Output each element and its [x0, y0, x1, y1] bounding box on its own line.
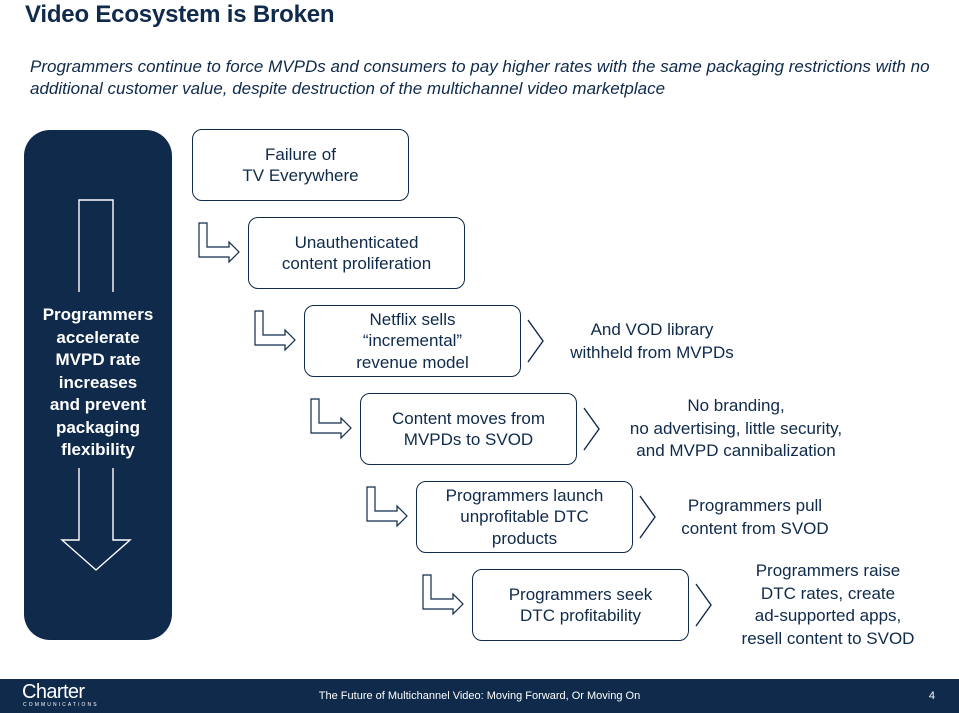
note-line: ad-supported apps,: [754, 606, 902, 625]
note-1: And VOD library withheld from MVPDs: [552, 319, 752, 364]
step-line: DTC profitability: [520, 606, 641, 625]
step-box-6: Programmers seek DTC profitability: [472, 569, 689, 641]
step-box-5: Programmers launch unprofitable DTC prod…: [416, 481, 633, 553]
step-line: Programmers seek: [508, 584, 653, 604]
chevron-right-icon: [639, 495, 656, 539]
elbow-arrow-icon: [366, 486, 408, 528]
step-box-1: Failure of TV Everywhere: [192, 129, 409, 201]
note-line: and MVPD cannibalization: [636, 441, 836, 460]
charter-logo: Charter COMMUNICATIONS: [22, 682, 99, 708]
step-line: Unauthenticated: [294, 232, 419, 252]
step-line: revenue model: [356, 352, 469, 372]
slide-title: Video Ecosystem is Broken: [25, 1, 335, 28]
footer-text: The Future of Multichannel Video: Moving…: [318, 690, 641, 702]
step-box-3: Netflix sells “incremental” revenue mode…: [304, 305, 521, 377]
note-3: Programmers pull content from SVOD: [665, 495, 845, 540]
elbow-arrow-icon: [310, 398, 352, 440]
elbow-arrow-icon: [254, 310, 296, 352]
step-line: products: [491, 528, 558, 548]
side-panel-text: Programmers accelerate MVPD rate increas…: [24, 304, 172, 462]
side-panel: Programmers accelerate MVPD rate increas…: [24, 130, 172, 640]
step-box-2: Unauthenticated content proliferation: [248, 217, 465, 289]
note-4: Programmers raise DTC rates, create ad-s…: [722, 560, 934, 650]
side-line: increases: [58, 372, 138, 392]
note-line: resell content to SVOD: [741, 628, 915, 648]
step-line: content proliferation: [281, 254, 432, 273]
note-line: And VOD library: [590, 320, 714, 339]
note-line: No branding,: [687, 396, 785, 415]
elbow-arrow-icon: [422, 574, 464, 616]
chevron-right-icon: [583, 407, 600, 451]
side-line: Programmers: [42, 305, 154, 324]
note-line: withheld from MVPDs: [570, 342, 734, 362]
note-line: content from SVOD: [681, 518, 829, 538]
step-line: “incremental”: [362, 331, 463, 351]
note-2: No branding, no advertising, little secu…: [606, 395, 866, 463]
down-arrow-icon: [60, 199, 132, 571]
step-line: unprofitable DTC: [460, 507, 589, 527]
step-line: Netflix sells: [369, 309, 456, 329]
chevron-right-icon: [695, 583, 712, 627]
step-line: Failure of: [265, 144, 336, 164]
step-line: MVPDs to SVOD: [403, 430, 534, 449]
side-line: packaging: [55, 417, 141, 437]
logo-main-text: Charter: [22, 681, 85, 703]
side-line: MVPD rate: [55, 350, 141, 369]
note-line: DTC rates, create: [760, 583, 896, 603]
note-line: Programmers raise: [755, 561, 901, 580]
slide-subtitle: Programmers continue to force MVPDs and …: [30, 57, 930, 98]
note-line: Programmers pull: [687, 496, 823, 515]
elbow-arrow-icon: [198, 222, 240, 264]
chevron-right-icon: [527, 319, 544, 363]
side-line: and prevent: [49, 395, 147, 414]
step-line: Programmers launch: [445, 485, 604, 505]
step-line: Content moves from: [391, 408, 546, 428]
step-line: TV Everywhere: [242, 166, 359, 185]
logo-sub-text: COMMUNICATIONS: [23, 702, 99, 708]
footer-bar: Charter COMMUNICATIONS The Future of Mul…: [0, 679, 959, 713]
note-line: no advertising, little security,: [629, 418, 843, 438]
page-number: 4: [928, 690, 935, 702]
step-box-4: Content moves from MVPDs to SVOD: [360, 393, 577, 465]
side-line: flexibility: [61, 440, 135, 459]
side-line: accelerate: [56, 327, 140, 347]
